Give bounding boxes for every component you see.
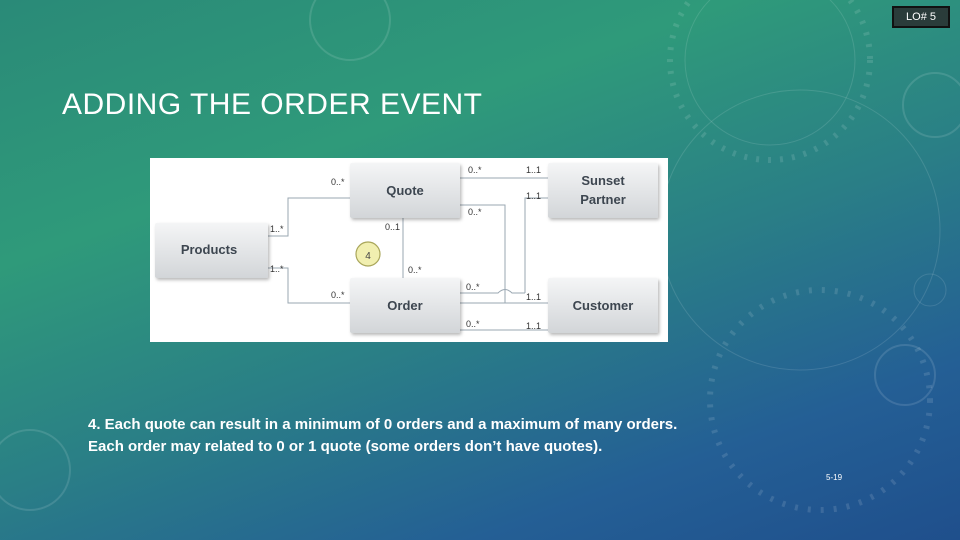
lo-badge: LO# 5 (892, 6, 950, 28)
relationship-marker-circle (355, 241, 381, 267)
entity-order-box (350, 278, 460, 333)
multiplicity-label: 1..1 (526, 292, 541, 302)
deco-ring (707, 287, 933, 513)
entity-quote-box (350, 163, 460, 218)
entity-sunset-partner-label-2: Partner (580, 192, 626, 207)
entity-customer: Customer (548, 278, 658, 333)
relation-line-products-quote (268, 197, 350, 237)
entity-sunset-partner: Sunset Partner (548, 163, 658, 218)
entity-customer-box (548, 278, 658, 333)
multiplicity-label: 0..* (468, 165, 482, 175)
page-number: 5-19 (826, 473, 843, 482)
multiplicity-label: 1..* (270, 224, 284, 234)
multiplicity-label: 0..* (466, 282, 480, 292)
deco-ring (684, 0, 856, 146)
deco-ring (874, 344, 936, 406)
entity-products-label: Products (181, 242, 237, 257)
relationship-marker: 4 (355, 241, 381, 267)
slide-caption: 4. Each quote can result in a minimum of… (88, 414, 808, 458)
entity-sunset-partner-box (548, 163, 658, 218)
entity-order-label: Order (387, 298, 422, 313)
relation-line-products-order (268, 267, 350, 304)
entity-sunset-partner-label-1: Sunset (581, 173, 625, 188)
entity-quote-label: Quote (386, 183, 424, 198)
er-diagram: Quote Sunset Partner Products Order Cust… (150, 158, 668, 342)
entity-customer-label: Customer (573, 298, 634, 313)
multiplicity-label: 0..* (331, 290, 345, 300)
relation-line-partner-order (524, 197, 548, 293)
multiplicity-label: 0..* (408, 265, 422, 275)
deco-ring (309, 0, 391, 61)
multiplicity-label: 1..1 (526, 165, 541, 175)
caption-line: Each order may related to 0 or 1 quote (… (88, 438, 603, 455)
relation-line-order-partner (460, 289, 525, 294)
multiplicity-label: 0..* (466, 319, 480, 329)
entity-order: Order (350, 278, 460, 333)
multiplicity-label: 0..1 (385, 222, 400, 232)
multiplicity-label: 0..* (331, 177, 345, 187)
er-diagram-canvas: Quote Sunset Partner Products Order Cust… (155, 163, 658, 333)
deco-ring (913, 273, 947, 307)
multiplicity-label: 0..* (468, 207, 482, 217)
multiplicity-label: 1..1 (526, 321, 541, 331)
multiplicity-label: 1..1 (526, 191, 541, 201)
deco-ring (0, 429, 71, 511)
deco-ring (659, 89, 941, 371)
relationship-marker-label: 4 (365, 251, 371, 262)
multiplicity-label: 1..* (270, 264, 284, 274)
entity-products-box (155, 223, 268, 278)
entity-products: Products (155, 223, 268, 278)
caption-line: 4. Each quote can result in a minimum of… (88, 416, 678, 433)
entity-quote: Quote (350, 163, 460, 218)
relation-line-quote-customer (460, 204, 506, 303)
slide-title: ADDING THE ORDER EVENT (62, 88, 483, 121)
deco-ring (902, 72, 960, 138)
deco-ring (667, 0, 873, 163)
